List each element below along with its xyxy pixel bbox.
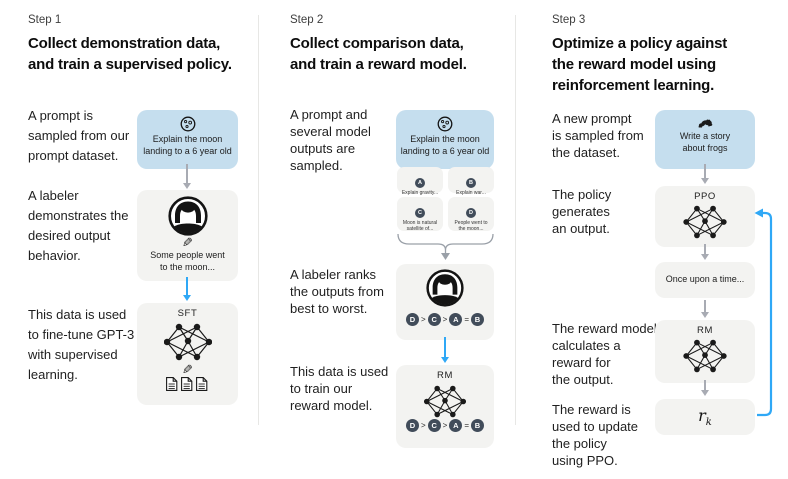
prompt-box: Explain the moon landing to a 6 year old [137, 110, 238, 169]
prompt-box: Write a story about frogs [655, 110, 755, 169]
arrow-down-icon [437, 337, 453, 363]
ranking-row: D > C > A = B [396, 419, 494, 432]
neural-network-icon [424, 385, 466, 418]
model-label: PPO [694, 191, 716, 202]
rank-badge: B [471, 419, 484, 432]
moon-icon [437, 116, 453, 132]
option-letter-badge: A [415, 178, 425, 188]
labeler-box: ✎ Some people went to the moon... [137, 190, 238, 281]
step-heading: Collect comparison data, and train a rew… [290, 35, 467, 73]
step-heading: Optimize a policy against the reward mod… [552, 35, 728, 94]
step-label: Step 3 [552, 14, 586, 26]
rank-operator: = [464, 315, 469, 324]
column-divider [258, 15, 259, 425]
feedback-loop-arrow-icon [754, 208, 773, 417]
rank-badge: C [427, 313, 441, 326]
ppo-model-box: PPO [655, 186, 755, 247]
rm-model-box: RM D > C > A = B [396, 365, 494, 448]
documents-icon [165, 377, 207, 391]
caption-labeler-demonstrates: A labeler demonstrates the desired outpu… [28, 188, 129, 263]
rank-badge: A [449, 313, 463, 326]
arrow-down-icon [179, 164, 195, 189]
step-label: Step 1 [28, 14, 62, 26]
model-label: RM [437, 370, 453, 381]
output-option-c: C Moon is natural satellite of... [397, 197, 443, 232]
prompt-text: Write a story about frogs [679, 131, 731, 153]
neural-network-icon [163, 323, 212, 361]
model-label: SFT [177, 308, 198, 319]
rank-badge: D [405, 419, 419, 432]
reward-value-box: rk [655, 399, 755, 435]
rank-operator: > [420, 315, 426, 324]
model-label: RM [697, 325, 713, 336]
caption-reward-updates: The reward is used to update the policy … [552, 402, 639, 468]
rank-badge: B [471, 313, 484, 326]
step-label: Step 2 [290, 14, 324, 26]
output-option-b: B Explain war... [448, 167, 494, 196]
caption-rm-calculates: The reward model calculates a reward for… [552, 321, 657, 387]
prompt-box: Explain the moon landing to a 6 year old [396, 110, 494, 169]
rank-badge: C [427, 419, 441, 432]
caption-new-prompt: A new prompt is sampled from the dataset… [552, 111, 644, 160]
labeler-ranking-box: D > C > A = B [396, 264, 494, 340]
caption-prompt-sampled: A prompt is sampled from our prompt data… [28, 108, 130, 163]
column-divider [515, 15, 516, 425]
rank-operator: > [420, 421, 426, 430]
rank-operator: = [464, 421, 469, 430]
prompt-text: Explain the moon landing to a 6 year old [400, 134, 490, 156]
pencil-icon: ✎ [182, 362, 193, 377]
step-heading: Collect demonstration data, and train a … [28, 35, 232, 73]
moon-icon [180, 116, 195, 132]
caption-finetune: This data is used to fine-tune GPT-3 wit… [28, 307, 135, 382]
arrow-down-icon [697, 164, 713, 184]
caption-outputs-sampled: A prompt and several model outputs are s… [290, 107, 371, 173]
rank-operator: > [442, 315, 448, 324]
arrow-down-icon [697, 380, 713, 396]
sft-model-box: SFT ✎ [137, 303, 238, 405]
labeler-icon [168, 196, 208, 236]
neural-network-icon [683, 205, 727, 239]
option-text: Moon is natural satellite of... [402, 220, 438, 232]
prompt-text: Explain the moon landing to a 6 year old [143, 134, 232, 156]
rank-badge: A [449, 419, 463, 432]
option-text: Explain war... [456, 190, 486, 196]
demonstration-text: Some people went to the moon... [150, 250, 225, 272]
option-text: Explain gravity... [401, 190, 439, 196]
output-text: Once upon a time... [665, 274, 745, 285]
arrow-down-icon [697, 244, 713, 260]
option-text: People went to the moon... [454, 220, 488, 232]
output-option-a: A Explain gravity... [397, 167, 443, 196]
merge-brace-arrow-icon [397, 234, 494, 260]
caption-policy-generates: The policy generates an output. [552, 187, 612, 236]
neural-network-icon [683, 339, 727, 373]
rank-badge: D [405, 313, 419, 326]
policy-output-box: Once upon a time... [655, 262, 755, 298]
arrow-down-icon [179, 277, 195, 301]
caption-labeler-ranks: A labeler ranks the outputs from best to… [290, 267, 384, 316]
output-option-d: D People went to the moon... [448, 197, 494, 232]
option-letter-badge: B [466, 178, 476, 188]
arrow-down-icon [697, 300, 713, 318]
rm-model-box: RM [655, 320, 755, 383]
caption-train-rm: This data is used to train our reward mo… [290, 364, 389, 413]
option-letter-badge: C [415, 208, 425, 218]
pencil-icon: ✎ [182, 235, 193, 250]
reward-symbol: rk [698, 405, 712, 429]
rank-operator: > [442, 421, 448, 430]
frog-icon [697, 119, 712, 128]
labeler-icon [426, 269, 464, 307]
ranking-row: D > C > A = B [396, 313, 494, 326]
option-letter-badge: D [466, 208, 476, 218]
